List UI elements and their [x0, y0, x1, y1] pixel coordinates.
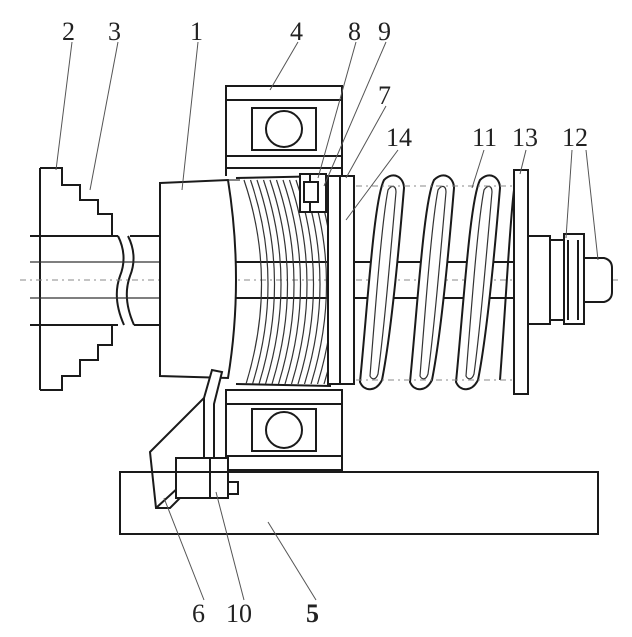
- spring-coil-inner: [369, 185, 397, 380]
- part-13-plate: [513, 169, 529, 395]
- part-1-hub: [159, 178, 240, 380]
- label-10: 10: [226, 599, 252, 628]
- spring-coil: [408, 174, 456, 391]
- spring-coil-inner: [465, 185, 493, 380]
- label-6: 6: [192, 599, 205, 628]
- part-8-9-blocks: [299, 173, 327, 213]
- label-1: 1: [190, 17, 203, 46]
- label-3: 3: [108, 17, 121, 46]
- label-9: 9: [378, 17, 391, 46]
- part-7-14-plate: [327, 175, 355, 385]
- part-labels: 2 3 1 4 8 9 7 14 11 13 12 6 10 5: [62, 17, 588, 628]
- coil-wrap-line: [288, 179, 308, 385]
- label-14: 14: [386, 123, 412, 152]
- part-4-bearing-lower: [225, 389, 343, 471]
- spring-coil: [358, 174, 406, 391]
- part-2-chuck: [39, 167, 113, 391]
- label-4: 4: [290, 17, 303, 46]
- coil-wrap-line: [282, 179, 302, 385]
- label-12: 12: [562, 123, 588, 152]
- coil-wrap-line: [275, 179, 295, 385]
- leader-lines: [55, 41, 599, 601]
- label-11: 11: [472, 123, 497, 152]
- spring-coil-end: [499, 189, 515, 381]
- label-8: 8: [348, 17, 361, 46]
- coil-wrap-line: [243, 179, 263, 385]
- part-12-nuts: [527, 233, 613, 325]
- part-10-block: [175, 457, 239, 499]
- part-4-bearing-upper: [225, 85, 343, 176]
- part-3-shaft: [30, 235, 160, 326]
- part-11-spring: [356, 174, 516, 391]
- label-2: 2: [62, 17, 75, 46]
- label-7: 7: [378, 81, 391, 110]
- label-5: 5: [306, 599, 319, 628]
- spring-coil-inner: [419, 185, 447, 380]
- coil-wrap-line: [269, 179, 289, 385]
- coil-wrap-line: [256, 179, 276, 385]
- spring-coil: [454, 174, 502, 391]
- coil-wrap-line: [249, 179, 269, 385]
- coil-wrap-line: [262, 179, 282, 385]
- part-5-base: [119, 471, 599, 535]
- label-13: 13: [512, 123, 538, 152]
